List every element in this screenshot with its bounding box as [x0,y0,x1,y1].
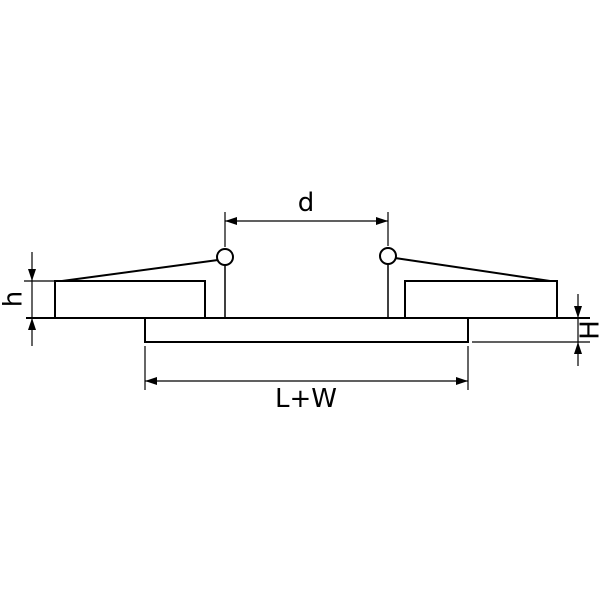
spring-arm-left [61,259,219,282]
trim-plate-outline [144,318,469,343]
ceiling-section-right [404,280,558,319]
dim-H-arrow-bottom [574,342,582,354]
dim-H-arrow-top [574,306,582,318]
spring-arm-right [394,257,551,282]
spring-pivot-right [379,247,397,265]
spring-clip-left [61,248,234,318]
dim-lw-arrow-left [145,377,157,385]
spring-clip-right [379,247,551,318]
dimension-lw: L+W [144,346,469,414]
dim-d-arrow-left [225,217,237,225]
dim-h-label: h [0,291,29,307]
mounting-surface [26,280,590,319]
dimension-h: h [0,252,70,346]
trim-plate [144,318,469,343]
dimension-H: H [472,294,600,366]
dim-d-arrow-right [376,217,388,225]
ceiling-section-left [54,280,206,319]
dimension-d: d [224,188,389,247]
dim-lw-label: L+W [275,384,337,414]
dim-lw-arrow-right [456,377,468,385]
dim-H-label: H [576,320,600,340]
dim-h-arrow-bottom [28,318,36,330]
dim-h-arrow-top [28,269,36,281]
dim-d-label: d [298,188,315,218]
spring-pivot-left [216,248,234,266]
